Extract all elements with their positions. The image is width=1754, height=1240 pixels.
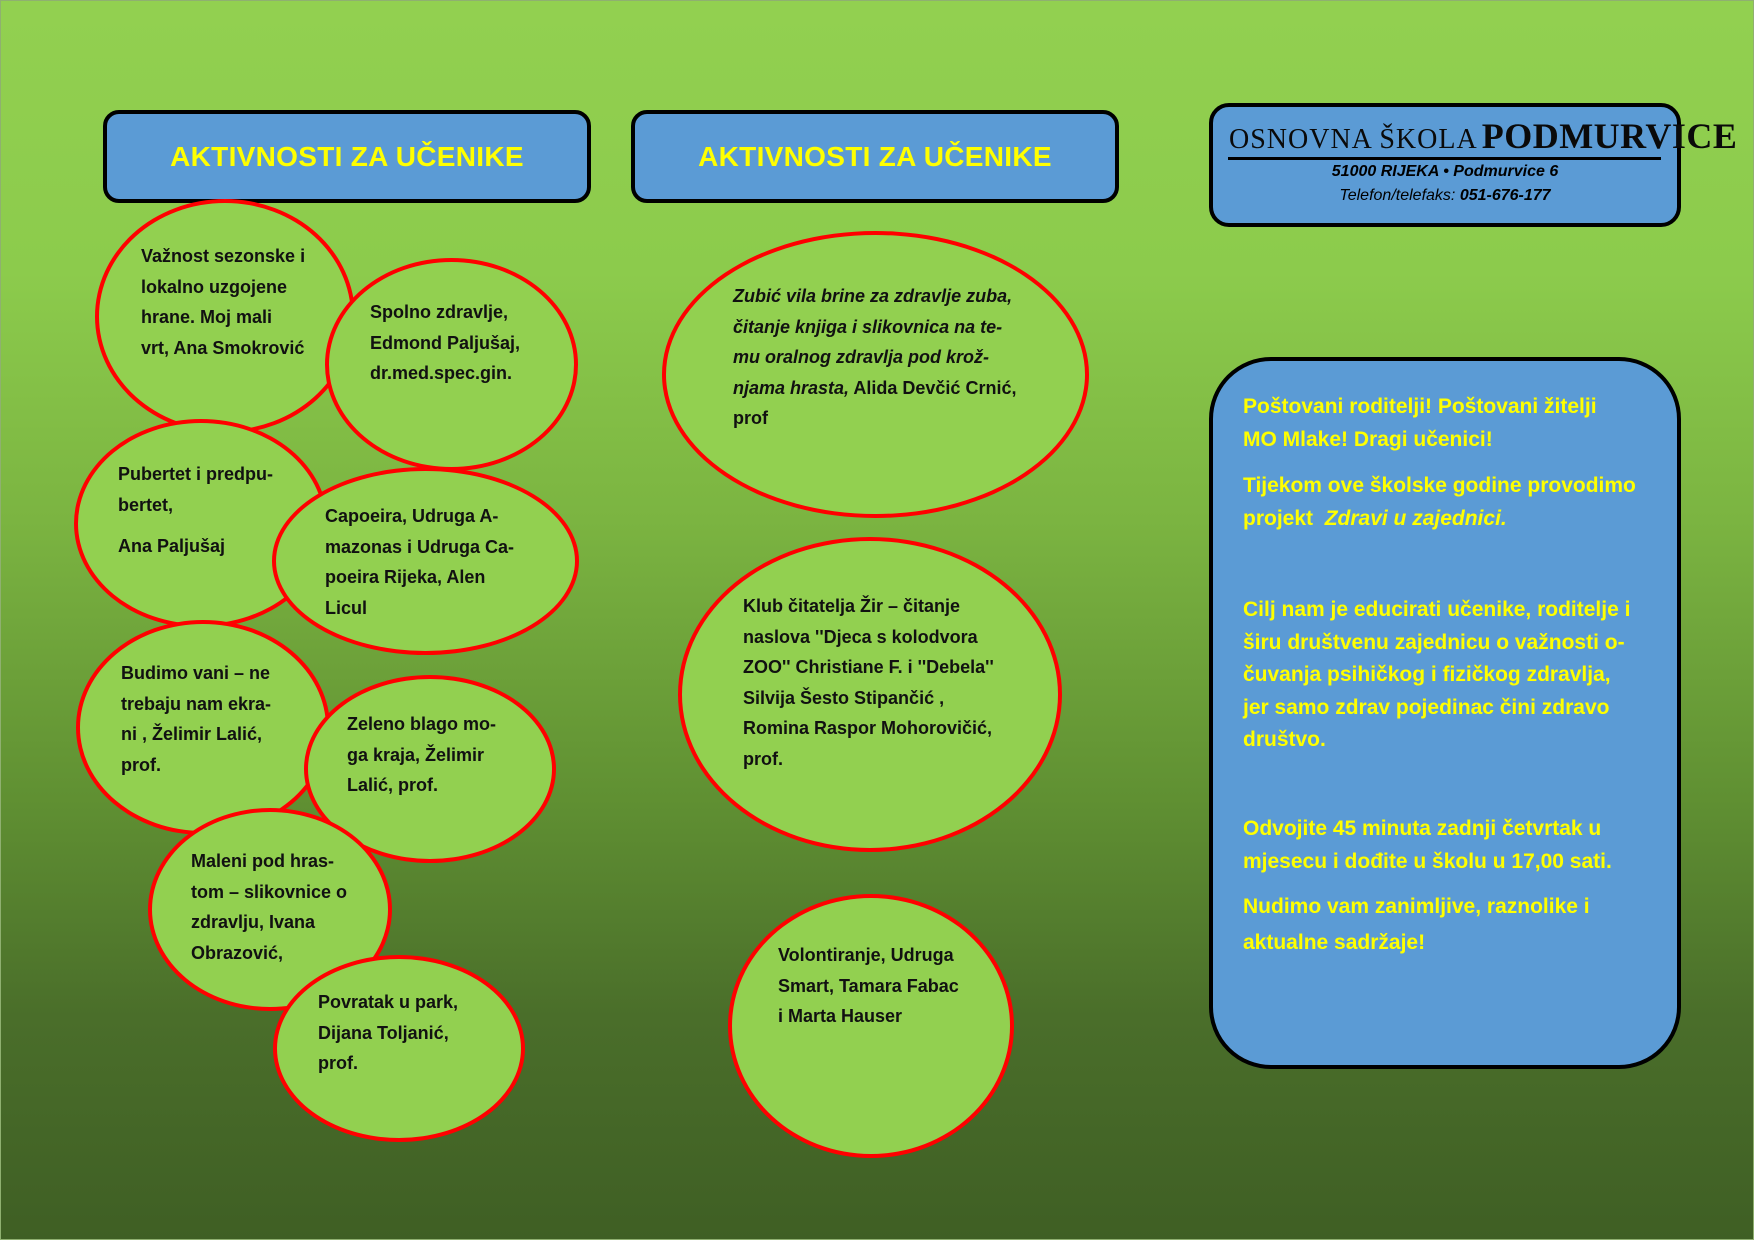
activity-text-puberty: Pubertet i predpu- bertet, Ana Paljušaj — [118, 459, 273, 562]
text-line: trebaju nam ekra- — [121, 693, 272, 714]
text-line: jer samo zdrav pojedinac čini zdravo — [1243, 695, 1610, 719]
activity-text-return-to-park: Povratak u park, Dijana Toljanić, prof. — [318, 987, 458, 1079]
text-line: Tijekom ove školske godine provodimo — [1243, 474, 1636, 497]
school-name: OSNOVNA ŠKOLA PODMURVICE — [1229, 115, 1737, 157]
text-line: Silvija Šesto Stipančić , — [743, 687, 945, 708]
text-line: Važnost sezonske i — [141, 246, 306, 266]
text-line: Edmond Paljušaj, — [370, 332, 521, 353]
phone-number: 051-676-177 — [1459, 187, 1551, 204]
text-line: čitanje knjiga i slikovnica na te- — [733, 316, 1003, 337]
logo-divider — [1228, 157, 1661, 160]
text-line: čuvanja psihičkog i fizičkog zdravlja, — [1243, 663, 1611, 686]
phone-label: Telefon/telefaks: — [1339, 187, 1456, 204]
text-line: njama hrasta, — [733, 377, 850, 398]
text-line: Pubertet i predpu- — [118, 464, 274, 484]
text-line: aktualne sadržaje! — [1243, 931, 1426, 954]
text-line: vrt, Ana Smokrović — [141, 337, 305, 358]
text-line: ga kraja, Želimir — [347, 744, 485, 765]
text-line: dr.med.spec.gin. — [370, 363, 513, 383]
text-line: Volontiranje, Udruga — [778, 945, 954, 965]
text-line: Nudimo vam zanimljive, raznolike i — [1243, 895, 1590, 918]
text-line: Odvojite 45 minuta zadnji četvrtak u — [1243, 817, 1602, 840]
school-logo: OSNOVNA ŠKOLA PODMURVICE 51000 RIJEKA • … — [1209, 103, 1737, 227]
text-line: prof. — [743, 748, 783, 769]
activity-text-oak-picture-books: Maleni pod hras- tom – slikovnice o zdra… — [191, 846, 347, 968]
text-line: Romina Raspor Mohorovičić, — [743, 718, 993, 738]
activities-header-middle-text: AKTIVNOSTI ZA UČENIKE — [698, 140, 1052, 172]
activity-bubble-tooth-fairy — [662, 231, 1089, 518]
activity-bubble-outdoors — [76, 620, 330, 835]
text-line: Zubić vila brine za zdravlje zuba, — [733, 286, 1013, 306]
text-line: prof. — [318, 1053, 358, 1073]
activity-text-volunteering: Volontiranje, Udruga Smart, Tamara Fabac… — [778, 940, 959, 1032]
project-text: Tijekom ove školske godine provodimo pro… — [1243, 470, 1636, 535]
text-line: mu oralnog zdravlja pod krož- — [733, 347, 990, 367]
text-line: bertet, — [118, 494, 174, 515]
text-line: Ana Paljušaj — [118, 536, 226, 556]
project-name: Zdravi u zajednici. — [1324, 506, 1507, 530]
activity-text-outdoors: Budimo vani – ne trebaju nam ekra- ni , … — [121, 658, 271, 780]
text-line: hrane. Moj mali — [141, 307, 273, 327]
activity-bubble-capoeira — [272, 467, 579, 655]
school-address: 51000 RIJEKA • Podmurvice 6 — [1331, 163, 1559, 180]
greeting-text: Poštovani roditelji! Poštovani žitelji M… — [1243, 391, 1597, 456]
text-line: ZOO'' Christiane F. i ''Debela'' — [743, 657, 994, 677]
activity-bubble-sexual-health — [325, 258, 578, 471]
text-line: zdravlju, Ivana — [191, 912, 316, 932]
text-line: Cilj nam je educirati učenike, roditelje… — [1243, 598, 1631, 621]
text-line: Zeleno blago mo- — [347, 714, 497, 734]
text-line: poeira Rijeka, Alen — [325, 567, 486, 587]
text-line: Lalić, prof. — [347, 775, 439, 795]
text-line: Alida Devčić Crnić, — [849, 377, 1017, 398]
text-line: tom – slikovnice o — [191, 881, 348, 902]
text-line: lokalno uzgojene — [141, 276, 288, 297]
text-line: Spolno zdravlje, — [370, 302, 509, 322]
activities-header-middle: AKTIVNOSTI ZA UČENIKE — [631, 110, 1119, 203]
text-line: prof — [733, 408, 768, 428]
text-line: Capoeira, Udruga A- — [325, 506, 499, 526]
offer-text: Nudimo vam zanimljive, raznolike i aktua… — [1243, 889, 1590, 961]
invitation-box: Poštovani roditelji! Poštovani žitelji M… — [1209, 357, 1681, 1069]
text-line: Licul — [325, 597, 368, 618]
text-line: Budimo vani – ne — [121, 663, 271, 683]
text-line: Maleni pod hras- — [191, 851, 335, 871]
activity-bubble-reading-club — [678, 537, 1062, 852]
text-line: Dijana Toljanić, — [318, 1022, 449, 1043]
activity-text-sexual-health: Spolno zdravlje, Edmond Paljušaj, dr.med… — [370, 297, 520, 389]
activity-text-tooth-fairy: Zubić vila brine za zdravlje zuba, čitan… — [733, 281, 1016, 434]
text-line: Smart, Tamara Fabac — [778, 975, 959, 996]
invite-text: Odvojite 45 minuta zadnji četvrtak u mje… — [1243, 813, 1612, 878]
text-line: ni , Želimir Lalić, — [121, 724, 263, 744]
school-name-main: PODMURVICE — [1481, 116, 1738, 156]
activity-text-capoeira: Capoeira, Udruga A- mazonas i Udruga Ca-… — [325, 501, 514, 623]
school-name-prefix: OSNOVNA ŠKOLA — [1229, 124, 1478, 155]
text-line: MO Mlake! Dragi učenici! — [1243, 427, 1493, 451]
text-line: i Marta Hauser — [778, 1006, 903, 1026]
text-line: širu društvenu zajednicu o važnosti o- — [1243, 630, 1625, 654]
activity-text-seasonal-food: Važnost sezonske i lokalno uzgojene hran… — [141, 241, 305, 363]
text-line: Klub čitatelja Žir – čitanje — [743, 596, 961, 616]
text-line: Poštovani roditelji! Poštovani žitelji — [1243, 395, 1597, 418]
activity-text-reading-club: Klub čitatelja Žir – čitanje naslova ''D… — [743, 591, 994, 774]
school-phone: Telefon/telefaks: 051-676-177 — [1213, 187, 1677, 205]
text-line: društvo. — [1243, 728, 1326, 751]
text-line: mazonas i Udruga Ca- — [325, 536, 515, 557]
text-line: prof. — [121, 754, 161, 775]
activities-header-left: AKTIVNOSTI ZA UČENIKE — [103, 110, 591, 203]
text-line: projekt — [1243, 506, 1314, 530]
text-line: Povratak u park, — [318, 992, 459, 1012]
goal-text: Cilj nam je educirati učenike, roditelje… — [1243, 594, 1630, 757]
activity-bubble-volunteering — [728, 894, 1014, 1158]
activities-header-left-text: AKTIVNOSTI ZA UČENIKE — [170, 140, 524, 172]
text-line: mjesecu i dođite u školu u 17,00 sati. — [1243, 849, 1612, 873]
activity-text-green-treasure: Zeleno blago mo- ga kraja, Želimir Lalić… — [347, 709, 496, 801]
text-line: naslova ''Djeca s kolodvora — [743, 626, 978, 647]
activity-bubble-return-to-park — [273, 955, 525, 1142]
text-line: Obrazović, — [191, 942, 284, 963]
